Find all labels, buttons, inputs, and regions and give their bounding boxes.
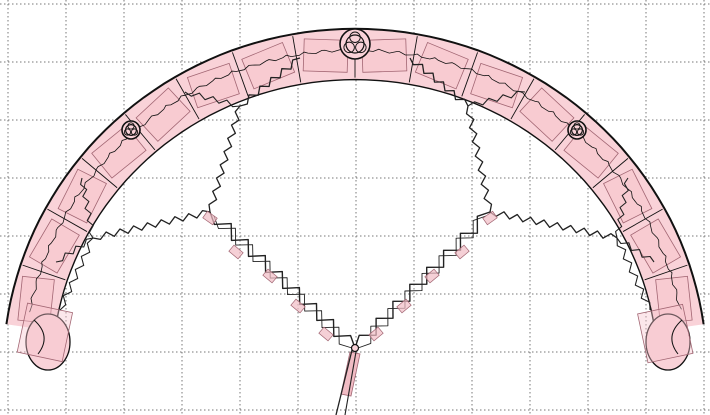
wing-tip-panel xyxy=(17,303,72,361)
ring-joint-icon xyxy=(568,121,586,139)
bridle-tab xyxy=(455,245,469,259)
wing-tip-panel xyxy=(638,304,693,362)
bridle-line xyxy=(490,212,617,238)
bridle-tab xyxy=(203,211,217,224)
hub-knot-icon xyxy=(352,345,359,352)
bridle-line xyxy=(209,106,240,212)
hub-outer-ring xyxy=(340,29,370,59)
wing-tip xyxy=(17,303,72,370)
bridle-line xyxy=(93,211,210,240)
bridle-line xyxy=(467,106,492,212)
bridle-main-line xyxy=(355,212,490,348)
bridle-tab xyxy=(291,299,305,313)
bridle-tab xyxy=(229,245,243,259)
bridle-tab xyxy=(319,327,333,341)
ring-joint-icon xyxy=(122,121,140,139)
canopy xyxy=(6,29,703,370)
center-wheel-icon xyxy=(340,29,370,59)
